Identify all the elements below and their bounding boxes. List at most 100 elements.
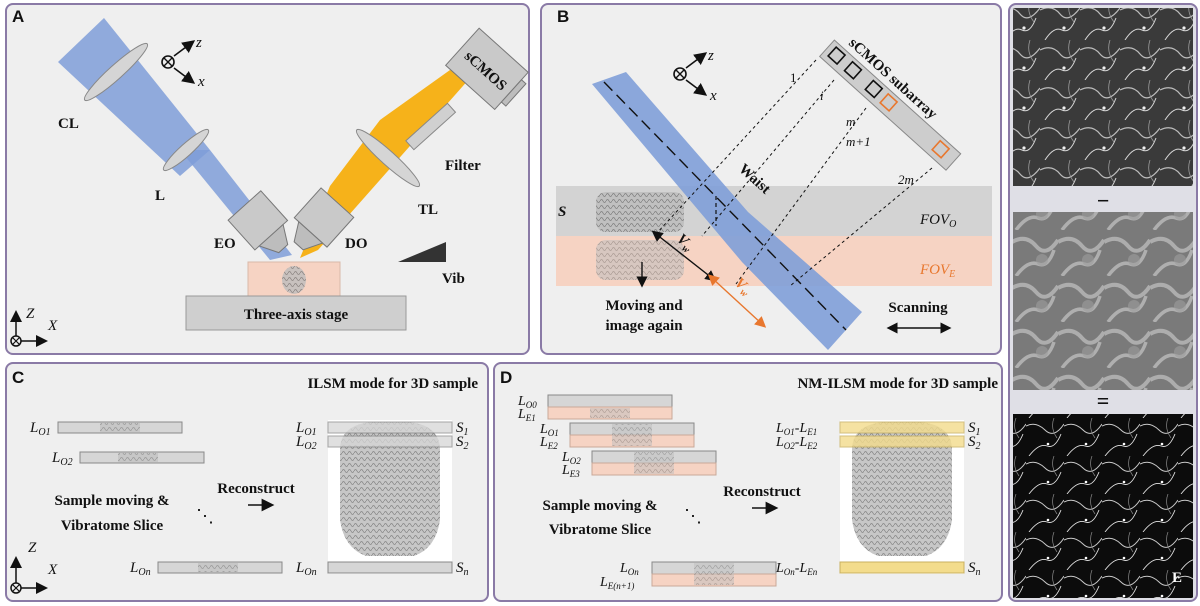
recon-slice-n-c [327, 561, 453, 574]
scanning-label: Scanning [888, 300, 948, 316]
reconstruct-label-d: Reconstruct [723, 484, 800, 500]
equals-sign: = [1097, 388, 1110, 413]
r1-label-d: LO1-LE1 [775, 421, 817, 437]
le2-label: LE2 [539, 435, 558, 451]
slice-le1-brain [590, 408, 630, 418]
minus-sign: − [1097, 188, 1110, 213]
axis-glyph-c: Z X [10, 540, 58, 594]
slice-3-brain [634, 452, 674, 474]
s2-label-c: S2 [456, 434, 469, 452]
axis-X-label: X [47, 318, 58, 334]
index-m1: m+1 [846, 134, 871, 149]
panel-c-title: ILSM mode for 3D sample [307, 376, 478, 392]
brain-sample [282, 266, 306, 294]
scmos-camera: sCMOS [444, 27, 529, 111]
reconstructed-brain-d [852, 422, 952, 556]
vw-orange-label: Vw [730, 275, 755, 300]
cl-label: CL [58, 116, 79, 132]
recon-slice-1-d [839, 421, 965, 434]
sn-label-c: Sn [456, 560, 469, 578]
axis-glyph-a-bottom: Z X [10, 306, 58, 347]
excitation-objective [227, 190, 289, 254]
panel-b-letter: B [557, 7, 569, 26]
eo-label: EO [214, 236, 236, 252]
sample-line2-d: Vibratome Slice [549, 522, 652, 538]
filter [405, 102, 457, 151]
raw-image-fov-o [1013, 8, 1193, 186]
recon-slice-2-d [839, 435, 965, 448]
axis-Z-label: Z [26, 306, 35, 322]
panel-d-title: NM-ILSM mode for 3D sample [797, 376, 998, 392]
cylindrical-lens [83, 42, 149, 102]
slice-lo1-brain [100, 423, 140, 432]
reconstruct-label-c: Reconstruct [217, 481, 294, 497]
s-label: S [558, 204, 566, 220]
r2-label-d: LO2-LE2 [775, 435, 818, 451]
blurred-image-fov-e [1013, 212, 1193, 390]
s1-label-c: S1 [456, 420, 469, 438]
recon-slice-2-c [327, 435, 453, 448]
lo1-label-d: LO1 [539, 422, 559, 438]
slice-lon-brain [198, 563, 238, 572]
axis-X-label-c: X [47, 562, 58, 578]
moving-line2: image again [605, 318, 683, 334]
vw-black-arrow [651, 230, 717, 282]
index-m: m [846, 114, 855, 129]
reconstructed-brain-c [340, 422, 440, 556]
s2-label-d: S2 [968, 434, 981, 452]
lo2-label: LO2 [51, 450, 73, 468]
axis-glyph-a: z x [161, 35, 205, 90]
axis-x-label: x [197, 74, 205, 90]
detection-objective [293, 187, 355, 251]
stage-label: Three-axis stage [244, 307, 349, 323]
do-label: DO [345, 236, 368, 252]
axis-x-label-b: x [709, 88, 717, 104]
index-i: i [820, 88, 824, 103]
sample-line2-c: Vibratome Slice [61, 518, 164, 534]
dots-d: ⋱ [684, 506, 702, 526]
lens-l [162, 128, 210, 172]
three-axis-stage [185, 295, 407, 331]
s1-label-d: S1 [968, 420, 981, 438]
filter-label: Filter [445, 158, 481, 174]
len1-label: LE(n+1) [599, 575, 634, 591]
lo1-label: LO1 [29, 420, 51, 438]
axis-glyph-b: z x [673, 48, 717, 104]
l-label: L [155, 188, 165, 204]
slice-2-brain [612, 424, 652, 446]
scmos-subarray [818, 39, 962, 171]
recon-slice-n-d [839, 561, 965, 574]
result-image [1013, 414, 1193, 598]
sample-line1-c: Sample moving & [54, 493, 169, 509]
r-lo1-label: LO1 [295, 420, 317, 438]
slice-lo0 [547, 394, 673, 408]
slice-n-brain [694, 563, 734, 585]
light-sheet [592, 72, 862, 350]
sample-line1-d: Sample moving & [542, 498, 657, 514]
lon-label: LOn [129, 560, 151, 578]
tube-lens [355, 128, 421, 188]
fov-e-label: FOVE [919, 262, 955, 280]
excitation-beam-upper [58, 18, 210, 176]
le1-label: LE1 [517, 407, 536, 423]
lo2-label-d: LO2 [561, 450, 581, 466]
vib-label: Vib [442, 271, 465, 287]
vw-orange-arrow [707, 274, 767, 328]
sn-label-d: Sn [968, 560, 981, 578]
lo0-label: LO0 [517, 394, 537, 410]
brain-slice-fov-o [596, 192, 684, 232]
index-2m: 2m [898, 172, 914, 187]
le3-label: LE3 [561, 463, 580, 479]
axis-z-label-b: z [707, 48, 714, 64]
panel-b [540, 3, 1002, 355]
moving-line1: Moving and [605, 298, 683, 314]
panel-a-letter: A [12, 7, 24, 26]
vibratome-blade [398, 242, 446, 262]
projection-lines [655, 59, 933, 287]
index-1: 1 [790, 70, 797, 85]
r-lo2-label: LO2 [295, 434, 317, 452]
axis-Z-label-c: Z [28, 540, 37, 556]
panel-e-letter: E [1172, 570, 1182, 586]
lon-label-d: LOn [619, 561, 639, 577]
